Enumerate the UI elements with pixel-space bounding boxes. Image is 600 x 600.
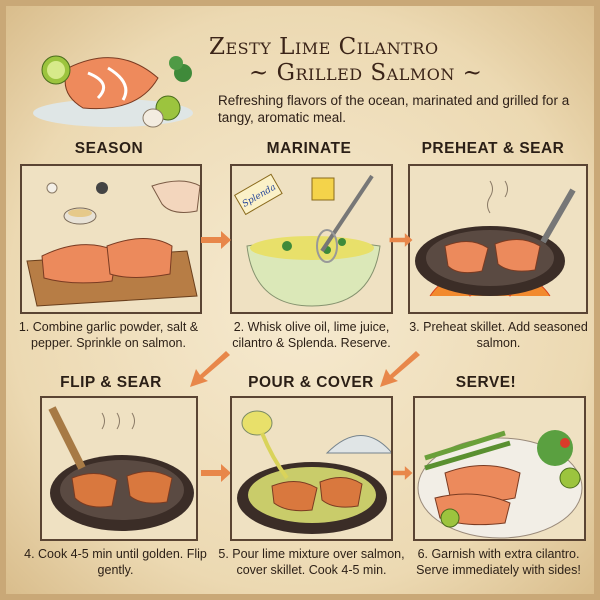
title-line-2: ~ Grilled Salmon ~ (249, 60, 483, 86)
step-5-panel (230, 396, 393, 541)
arrow-right-icon (201, 464, 231, 482)
step-1-title: SEASON (74, 140, 144, 157)
step-4-panel (40, 396, 198, 541)
recipe-subtitle: Refreshing flavors of the ocean, marinat… (218, 93, 570, 125)
step-3-title: PREHEAT & SEAR (421, 140, 565, 157)
step-6-panel (413, 396, 586, 541)
step-1-caption: 1. Combine garlic powder, salt & pepper.… (18, 320, 199, 350)
marinate-illustration: Splenda (233, 173, 381, 307)
arrow-right-icon (389, 466, 413, 480)
arrow-down-left-icon (190, 351, 230, 387)
step-6-caption: 6. Garnish with extra cilantro. Serve im… (416, 547, 581, 577)
title-line-1: Zesty Lime Cilantro (209, 34, 439, 60)
season-illustration (26, 180, 200, 307)
recipe-title: Zesty Lime Cilantro ~ Grilled Salmon ~ (209, 34, 569, 86)
arrow-right-icon (201, 231, 231, 249)
step-4-caption: 4. Cook 4-5 min until golden. Flip gentl… (24, 547, 207, 577)
arrow-down-left-icon (380, 351, 420, 387)
step-6-title: SERVE! (455, 374, 517, 391)
step-5-caption: 5. Pour lime mixture over salmon, cover … (218, 547, 405, 577)
salmon-lime-hero-illustration (33, 55, 193, 128)
step-2-caption: 2. Whisk olive oil, lime juice, cilantro… (232, 320, 391, 350)
step-2-panel: Splenda (230, 164, 393, 314)
step-1-panel (20, 164, 202, 314)
arrow-right-icon (389, 233, 413, 247)
step-3-caption: 3. Preheat skillet. Add seasoned salmon. (409, 320, 588, 350)
flip-sear-illustration (48, 406, 194, 531)
serve-illustration (417, 430, 583, 539)
pour-cover-illustration (237, 410, 391, 534)
preheat-sear-illustration (415, 180, 576, 297)
step-2-title: MARINATE (266, 140, 352, 157)
step-4-title: FLIP & SEAR (60, 374, 162, 391)
step-3-panel (408, 164, 588, 314)
step-5-title: POUR & COVER (248, 374, 374, 391)
